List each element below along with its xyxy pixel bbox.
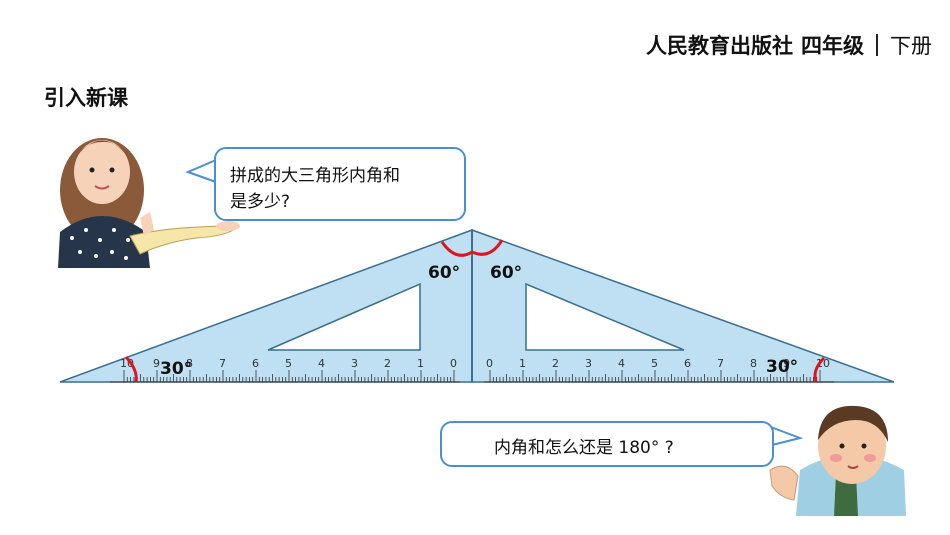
angle-arc-right-bottom — [813, 356, 826, 383]
ruler-number: 5 — [651, 357, 658, 370]
angle-label-left-top: 60° — [428, 263, 460, 283]
angle-arc-left-bottom — [124, 355, 138, 383]
angle-arc-right-top — [471, 239, 504, 256]
ruler-number: 4 — [318, 357, 325, 370]
grade-label: 四年级 — [801, 34, 864, 58]
student-bubble-tail — [767, 425, 804, 447]
ruler-number: 9 — [153, 357, 160, 370]
ruler-number: 3 — [585, 357, 592, 370]
ruler-number: 9 — [783, 357, 790, 370]
angle-label-right-top: 60° — [490, 263, 522, 283]
student-question: 内角和怎么还是 180° ? — [494, 438, 674, 458]
ruler-number: 6 — [684, 357, 691, 370]
teacher-question-line2: 是多少? — [230, 192, 291, 212]
ruler-number: 0 — [450, 357, 457, 370]
ruler-number: 2 — [552, 357, 559, 370]
ruler-number: 3 — [351, 357, 358, 370]
header-divider — [876, 34, 878, 56]
ruler-number: 8 — [186, 357, 193, 370]
publisher-name: 人民教育出版社 — [646, 34, 793, 58]
student-speech-bubble: 内角和怎么还是 180° ? — [440, 421, 774, 467]
ruler-ticks-left — [123, 370, 455, 382]
left-set-square — [59, 228, 473, 383]
ruler-number: 7 — [717, 357, 724, 370]
ruler-number: 4 — [618, 357, 625, 370]
angle-label-right-bottom: 30° — [766, 357, 798, 377]
ruler-number: 1 — [519, 357, 526, 370]
header: 人民教育出版社 四年级 下册 — [646, 30, 932, 60]
student-illustration — [769, 405, 906, 516]
term-label: 下册 — [890, 34, 932, 58]
teacher-bubble-tail — [185, 159, 217, 183]
ruler-number: 8 — [750, 357, 757, 370]
ruler-number: 10 — [816, 357, 830, 370]
angle-arc-left-top — [440, 241, 473, 257]
ruler-ticks-right — [489, 370, 821, 382]
teacher-question-line1: 拼成的大三角形内角和 — [230, 166, 400, 186]
ruler-number: 7 — [219, 357, 226, 370]
teacher-speech-bubble: 拼成的大三角形内角和 是多少? — [214, 147, 466, 221]
right-set-square — [471, 228, 895, 383]
angle-label-left-bottom: 30° — [160, 359, 192, 379]
ruler-number: 0 — [486, 357, 493, 370]
ruler-number: 6 — [252, 357, 259, 370]
teacher-illustration — [58, 138, 240, 268]
ruler-number: 1 — [417, 357, 424, 370]
section-title: 引入新课 — [44, 86, 128, 110]
ruler-number: 2 — [384, 357, 391, 370]
ruler-number: 5 — [285, 357, 292, 370]
